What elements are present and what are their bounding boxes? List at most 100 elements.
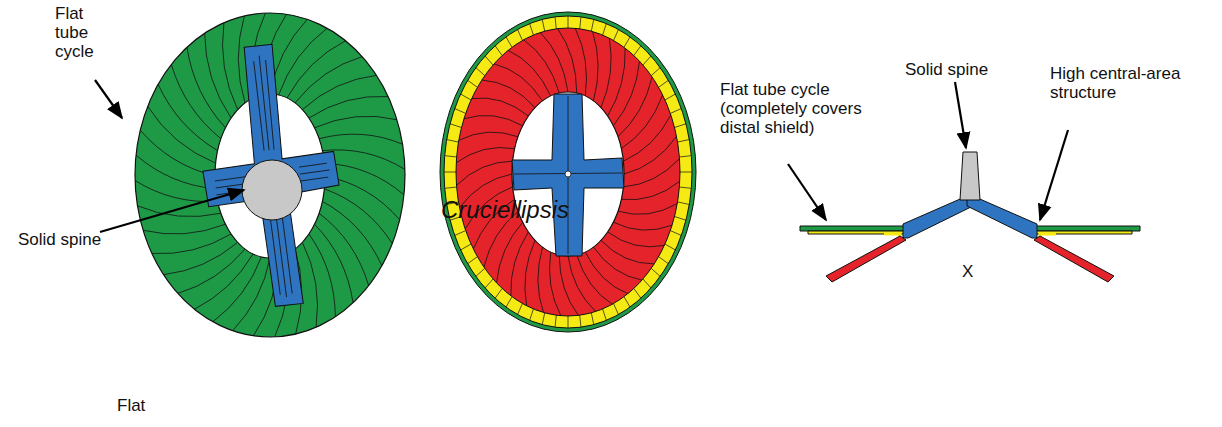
ray-line	[456, 148, 515, 163]
tick-line	[643, 279, 651, 288]
ray-line	[213, 257, 262, 322]
tick-line	[568, 316, 569, 328]
ray-line	[585, 252, 628, 294]
tick-line	[495, 46, 502, 56]
ray-line	[601, 240, 654, 264]
part-label: Flat	[117, 396, 177, 415]
ray-line	[575, 28, 586, 96]
part-label: Solid spine	[18, 230, 138, 249]
tick-line	[659, 257, 669, 264]
part-label: Flat tube cycle (completely covers dista…	[720, 80, 865, 137]
tick-line	[447, 140, 459, 142]
ray-line	[482, 80, 535, 108]
tick-line	[506, 297, 512, 307]
tick-line	[476, 268, 485, 276]
ray-line	[322, 201, 382, 265]
tick-line	[530, 309, 534, 320]
ray-line	[152, 234, 231, 254]
ray-line	[233, 258, 270, 331]
ray-line	[464, 115, 523, 125]
tick-line	[445, 187, 457, 188]
tick-line	[555, 17, 556, 29]
tick-line	[670, 109, 681, 114]
ray-line	[558, 29, 577, 93]
ray-line	[618, 77, 652, 137]
tick-line	[591, 313, 593, 325]
tick-line	[461, 94, 471, 100]
side-profile	[800, 152, 1140, 282]
tick-line	[485, 279, 493, 288]
tick-line	[542, 313, 544, 325]
ray-line	[459, 132, 518, 140]
tick-line	[485, 56, 493, 65]
ray-line	[287, 41, 346, 98]
ray-line	[508, 50, 551, 96]
tick-line	[555, 315, 556, 327]
ray-line	[309, 234, 335, 317]
ray-line	[171, 64, 221, 138]
tick-line	[651, 68, 660, 76]
tick-line	[518, 304, 523, 315]
tick-line	[580, 315, 581, 327]
ray-line	[314, 116, 396, 128]
ray-line	[302, 242, 317, 327]
tick-line	[495, 288, 502, 298]
ray-line	[319, 134, 403, 144]
ray-line	[608, 232, 665, 247]
ray-line	[623, 159, 679, 187]
ray-line	[496, 222, 522, 283]
tick-line	[568, 16, 569, 28]
ray-line	[559, 255, 578, 315]
tick-line	[634, 46, 641, 56]
ray-line	[524, 40, 560, 93]
proximal-view	[440, 12, 696, 332]
ray-line	[279, 28, 328, 95]
tick-line	[665, 94, 675, 100]
ray-line	[140, 130, 215, 176]
ray-line	[550, 252, 561, 316]
ray-line	[324, 189, 392, 244]
ray-line	[494, 64, 543, 101]
genus-title: Cruciellipsis	[441, 196, 569, 224]
tick-line	[542, 19, 544, 31]
tick-line	[445, 156, 457, 157]
part-label: Solid spine	[905, 60, 1015, 79]
tick-line	[659, 80, 669, 87]
ray-line	[309, 96, 388, 118]
tick-line	[665, 244, 675, 250]
ray-line	[577, 255, 613, 304]
ray-line	[137, 206, 221, 217]
ray-line	[601, 38, 611, 107]
ray-line	[618, 204, 677, 215]
ray-line	[525, 240, 535, 305]
tick-line	[461, 244, 471, 250]
tick-line	[518, 29, 523, 40]
tick-line	[455, 109, 466, 114]
tick-line	[468, 257, 478, 264]
ray-line	[538, 247, 544, 312]
tick-line	[678, 202, 690, 204]
tick-line	[614, 29, 619, 40]
tick-line	[603, 24, 607, 35]
ray-line	[194, 254, 253, 309]
leader-arrows	[95, 80, 1068, 232]
part-label: Flat tube cycle	[55, 4, 115, 61]
ray-line	[164, 242, 238, 274]
tick-line	[455, 231, 466, 236]
tick-line	[468, 80, 478, 87]
tick-line	[679, 187, 691, 188]
tick-line	[678, 140, 690, 142]
tick-line	[624, 297, 630, 307]
ray-line	[223, 23, 238, 110]
tick-line	[450, 124, 461, 128]
tick-line	[680, 172, 692, 173]
tick-line	[476, 68, 485, 76]
ray-line	[205, 33, 231, 118]
ray-line	[143, 224, 225, 234]
tick-line	[506, 37, 512, 47]
ray-line	[472, 98, 529, 116]
ray-line	[238, 16, 245, 103]
ray-line	[314, 224, 353, 303]
